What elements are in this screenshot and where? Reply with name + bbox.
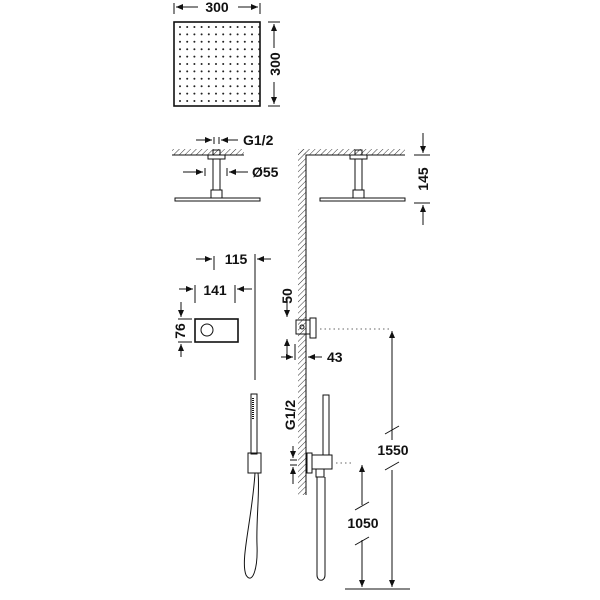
ceiling-shower-side-view: G1/2 Ø55	[172, 132, 279, 202]
valve-wall-mount: 50 43	[279, 288, 392, 365]
height-dimensions: 1550 1050	[345, 331, 410, 590]
shower-head-top-view: 300 300	[173, 0, 283, 107]
dim-valve-offset: 50	[279, 288, 295, 304]
hand-shower-front-view	[243, 393, 262, 579]
nozzle-grid	[179, 26, 261, 102]
wall-section: 145	[298, 133, 431, 495]
dim-thread-top: G1/2	[243, 132, 274, 148]
dim-outlet-height: 1050	[347, 515, 378, 531]
dim-plate-width: 141	[203, 282, 227, 298]
dim-head-width: 300	[205, 0, 229, 15]
dim-arm-diameter: Ø55	[252, 164, 279, 180]
dim-head-depth: 300	[267, 52, 283, 76]
valve-plate-front-view: 115 141 76	[172, 251, 271, 380]
dim-thread-bottom: G1/2	[282, 400, 298, 431]
dim-plate-height: 76	[172, 323, 188, 339]
dim-head-drop: 145	[415, 167, 431, 191]
dim-plate-outer: 115	[225, 251, 248, 267]
dim-valve-height: 1550	[377, 442, 408, 458]
hand-shower-wall-mount: G1/2	[282, 394, 352, 581]
dim-valve-projection: 43	[327, 349, 343, 365]
